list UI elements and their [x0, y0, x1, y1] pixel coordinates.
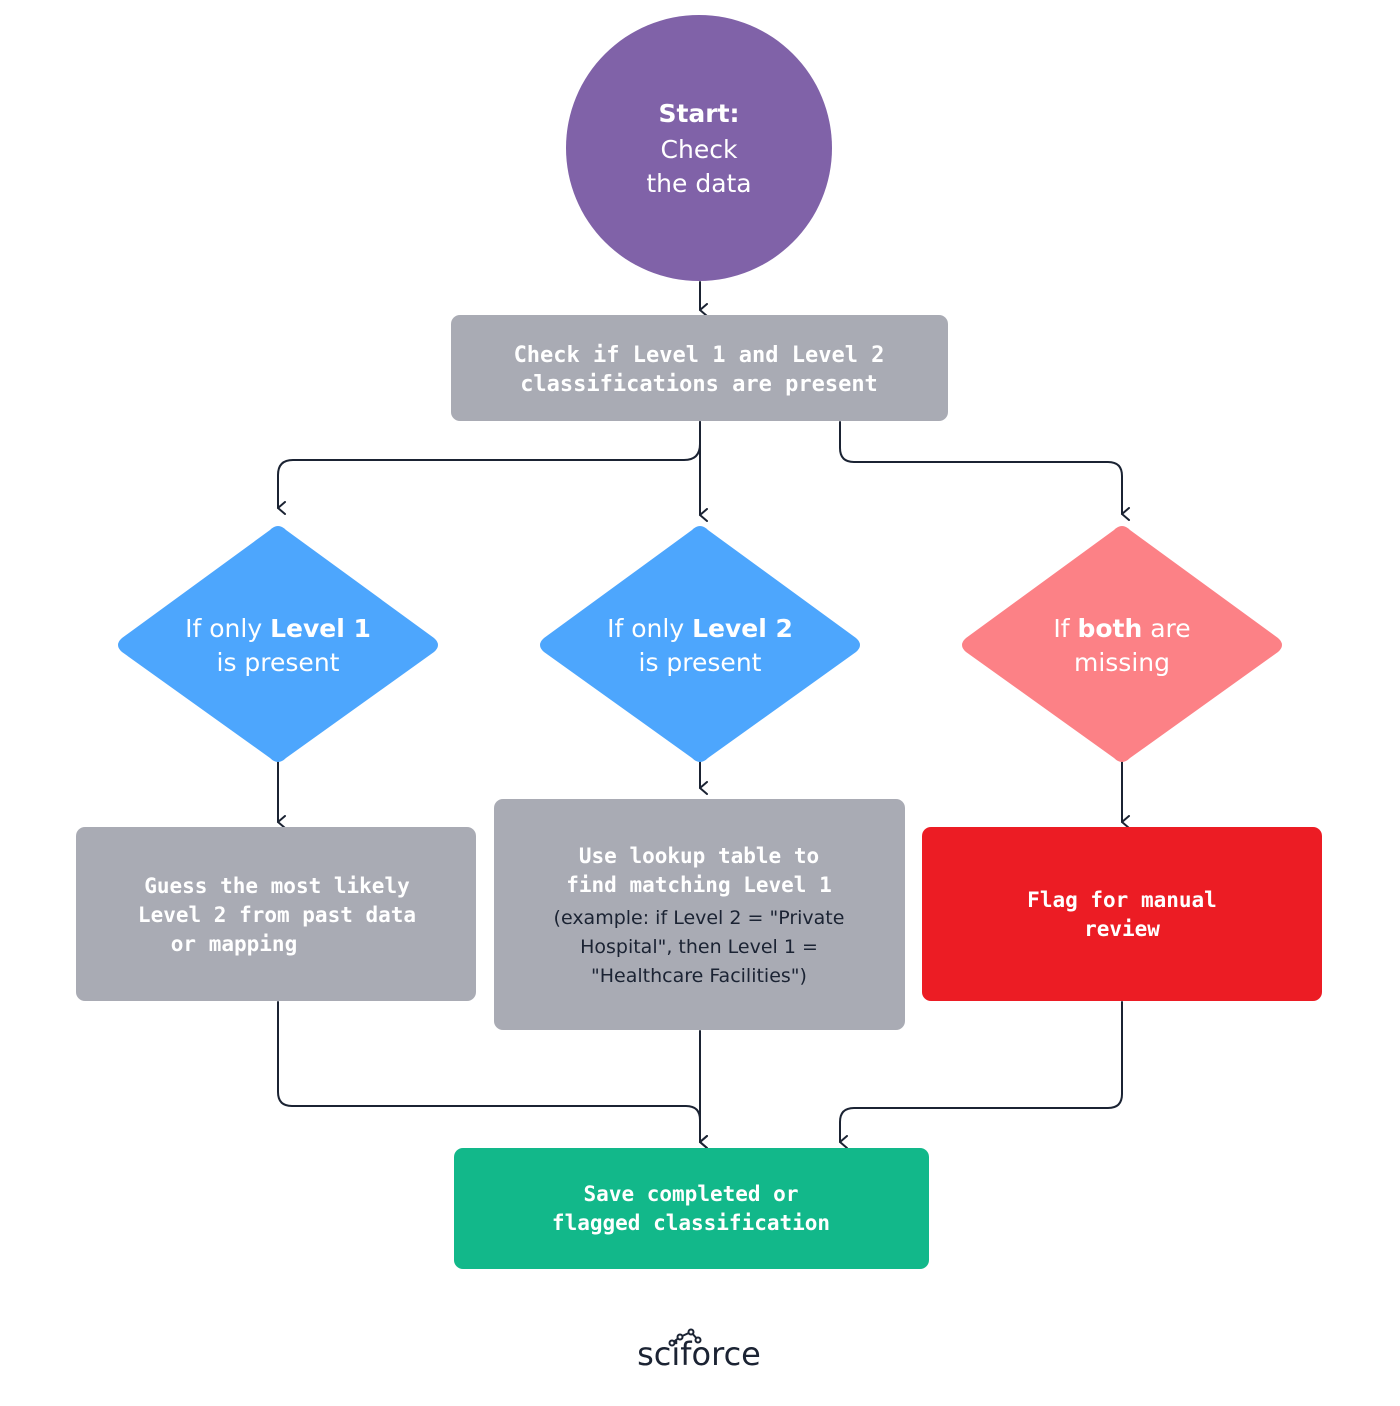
start-title: Start:	[658, 99, 739, 128]
save-line1: Save completed or	[584, 1182, 799, 1206]
lookup-line2: find matching Level 1	[566, 873, 832, 897]
guess-box	[76, 827, 476, 1001]
decision-level2-line2: is present	[639, 648, 762, 677]
decision-level2-line1: If only Level 2	[607, 614, 793, 643]
check-box	[451, 315, 948, 421]
guess-line3: or mapping	[171, 932, 297, 956]
check-line2: classifications are present	[520, 372, 878, 397]
check-node: Check if Level 1 and Level 2 classificat…	[451, 315, 948, 421]
lookup-example-line3: "Healthcare Facilities")	[591, 965, 807, 987]
flag-line1: Flag for manual	[1027, 888, 1217, 912]
start-line2: the data	[646, 169, 751, 198]
decision-level1-diamond	[118, 526, 438, 762]
lookup-box	[494, 799, 905, 1030]
decision-level2-diamond	[540, 526, 860, 762]
connector-check-to-level1	[277, 421, 701, 515]
decision-level1: If only Level 1 is present	[118, 526, 438, 762]
lookup-example-line2: Hospital", then Level 1 =	[580, 936, 818, 958]
flag-node: Flag for manual review	[922, 827, 1322, 1001]
brand-logo: sciforce	[637, 1328, 761, 1373]
save-node: Save completed or flagged classification	[454, 1148, 929, 1269]
decision-level2: If only Level 2 is present	[540, 526, 860, 762]
start-node: Start: Check the data	[566, 15, 832, 281]
guess-line1: Guess the most likely	[144, 874, 410, 898]
decision-level1-line2: is present	[217, 648, 340, 677]
start-circle	[566, 15, 832, 281]
start-line1: Check	[661, 135, 738, 164]
connector-check-to-missing	[839, 421, 1130, 521]
flag-line2: review	[1084, 917, 1160, 941]
decision-missing-line1: If both are	[1053, 614, 1190, 643]
lookup-example-line1: (example: if Level 2 = "Private	[554, 907, 845, 929]
decision-missing: If both are missing	[962, 526, 1282, 762]
connectors	[277, 281, 1130, 1149]
flag-box	[922, 827, 1322, 1001]
decision-level1-line1: If only Level 1	[185, 614, 371, 643]
connector-flag-to-save	[839, 1001, 1123, 1149]
decision-missing-diamond	[962, 526, 1282, 762]
save-box	[454, 1148, 929, 1269]
check-line1: Check if Level 1 and Level 2	[514, 343, 885, 368]
decision-missing-line2: missing	[1074, 648, 1170, 677]
guess-line2: Level 2 from past data	[138, 903, 416, 927]
guess-node: Guess the most likely Level 2 from past …	[76, 827, 476, 1001]
save-line2: flagged classification	[552, 1211, 830, 1235]
lookup-node: Use lookup table to find matching Level …	[494, 799, 905, 1030]
brand-logo-text: sciforce	[637, 1335, 761, 1373]
logo-network-icon	[668, 1328, 702, 1347]
lookup-line1: Use lookup table to	[579, 844, 819, 868]
